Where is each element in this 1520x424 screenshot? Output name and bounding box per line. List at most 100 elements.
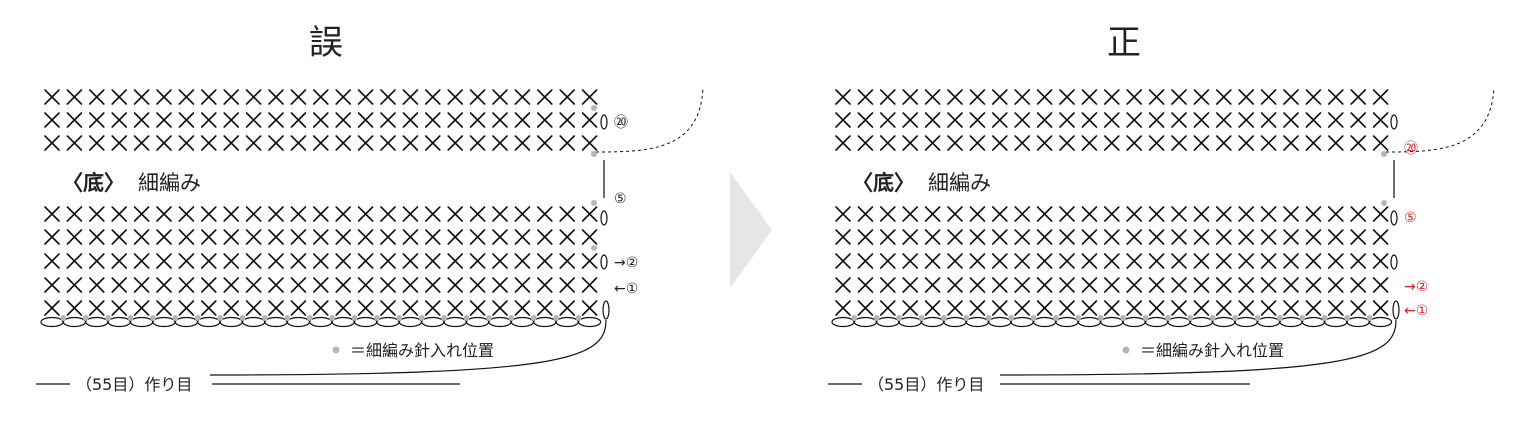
single-crochet-stitch: [1216, 112, 1232, 128]
single-crochet-stitch: [537, 229, 553, 245]
insertion-dot: [1053, 315, 1059, 321]
chain-stitch: [1279, 316, 1303, 328]
single-crochet-stitch: [1036, 300, 1053, 316]
single-crochet-stitch: [66, 112, 83, 128]
legend-dot: [332, 346, 340, 354]
insertion-dot: [873, 315, 880, 321]
single-crochet-stitch: [1171, 89, 1187, 105]
single-crochet-stitch: [402, 89, 419, 105]
single-crochet-stitch: [178, 135, 195, 151]
single-crochet-stitch: [1305, 89, 1322, 105]
insertion-dot: [329, 315, 336, 321]
insertion-dot: [575, 315, 582, 321]
single-crochet-stitch: [268, 300, 284, 316]
single-crochet-stitch: [559, 229, 575, 245]
single-crochet-stitch: [223, 253, 239, 269]
single-crochet-stitch: [559, 253, 575, 269]
single-crochet-stitch: [1104, 89, 1120, 105]
single-crochet-stitch: [1104, 229, 1120, 245]
single-crochet-stitch: [1350, 300, 1366, 316]
single-crochet-stitch: [357, 253, 374, 269]
single-crochet-stitch: [1350, 253, 1366, 269]
single-crochet-stitch: [156, 229, 172, 245]
single-crochet-stitch: [514, 277, 531, 293]
single-crochet-stitch: [268, 206, 284, 222]
single-crochet-stitch: [156, 135, 172, 151]
single-crochet-stitch: [537, 253, 553, 269]
insertion-dot: [150, 315, 156, 321]
arrow-right-icon: [730, 172, 772, 288]
chain-stitch: [1077, 316, 1102, 328]
chain-stitch: [1256, 316, 1281, 328]
single-crochet-stitch: [969, 229, 986, 245]
single-crochet-stitch: [133, 89, 150, 105]
single-crochet-stitch: [223, 135, 239, 151]
single-crochet-stitch: [992, 112, 1008, 128]
single-crochet-stitch: [89, 206, 105, 222]
panel-title: 正: [1107, 23, 1141, 63]
chain-stitch: [421, 316, 445, 328]
single-crochet-stitch: [156, 112, 172, 128]
insertion-dot: [486, 315, 492, 321]
single-crochet-stitch: [201, 277, 217, 293]
single-crochet-stitch: [992, 135, 1008, 151]
single-crochet-stitch: [492, 253, 508, 269]
single-crochet-stitch: [880, 89, 896, 105]
insertion-dot: [172, 315, 179, 321]
insertion-dot: [508, 315, 515, 321]
insertion-dot: [963, 315, 970, 321]
single-crochet-stitch: [1328, 253, 1344, 269]
insertion-dot: [941, 315, 947, 321]
single-crochet-stitch: [1216, 229, 1232, 245]
single-crochet-stitch: [290, 277, 307, 293]
single-crochet-stitch: [335, 277, 351, 293]
single-crochet-stitch: [66, 253, 83, 269]
single-crochet-stitch: [1171, 206, 1187, 222]
single-crochet-stitch: [335, 206, 351, 222]
chain-stitch: [1368, 316, 1393, 328]
single-crochet-stitch: [178, 253, 195, 269]
single-crochet-stitch: [1126, 112, 1142, 128]
single-crochet-stitch: [402, 135, 419, 151]
chain-stitch: [488, 316, 512, 328]
single-crochet-stitch: [1014, 277, 1030, 293]
single-crochet-stitch: [425, 229, 441, 245]
single-crochet-stitch: [268, 229, 284, 245]
single-crochet-stitch: [947, 112, 963, 128]
single-crochet-stitch: [1081, 300, 1098, 316]
single-crochet-stitch: [1148, 277, 1165, 293]
single-crochet-stitch: [335, 112, 351, 128]
single-crochet-stitch: [133, 112, 150, 128]
insertion-dot: [194, 315, 201, 321]
single-crochet-stitch: [559, 206, 575, 222]
single-crochet-stitch: [880, 206, 896, 222]
insertion-dot: [1381, 151, 1387, 157]
single-crochet-stitch: [1126, 277, 1142, 293]
single-crochet-stitch: [902, 135, 918, 151]
single-crochet-stitch: [1171, 135, 1187, 151]
single-crochet-stitch: [1126, 229, 1142, 245]
chain-curve: [209, 319, 607, 376]
single-crochet-stitch: [492, 229, 508, 245]
single-crochet-stitch: [268, 112, 284, 128]
row-label-5: ⑤: [614, 191, 627, 207]
single-crochet-stitch: [380, 229, 396, 245]
single-crochet-stitch: [1260, 89, 1277, 105]
single-crochet-stitch: [89, 300, 105, 316]
row-label-1: ←①: [614, 281, 638, 297]
single-crochet-stitch: [559, 135, 575, 151]
single-crochet-stitch: [559, 112, 575, 128]
insertion-dot: [1008, 315, 1015, 321]
single-crochet-stitch: [156, 89, 172, 105]
chain-stitch: [1301, 316, 1326, 328]
single-crochet-stitch: [1305, 206, 1322, 222]
chain-stitch: [466, 316, 490, 328]
insertion-dot: [591, 200, 597, 206]
single-crochet-stitch: [89, 112, 105, 128]
single-crochet-stitch: [1328, 229, 1344, 245]
single-crochet-stitch: [537, 277, 553, 293]
single-crochet-stitch: [947, 89, 963, 105]
chain-stitch: [62, 316, 87, 328]
single-crochet-stitch: [1148, 135, 1165, 151]
single-crochet-stitch: [1171, 253, 1187, 269]
